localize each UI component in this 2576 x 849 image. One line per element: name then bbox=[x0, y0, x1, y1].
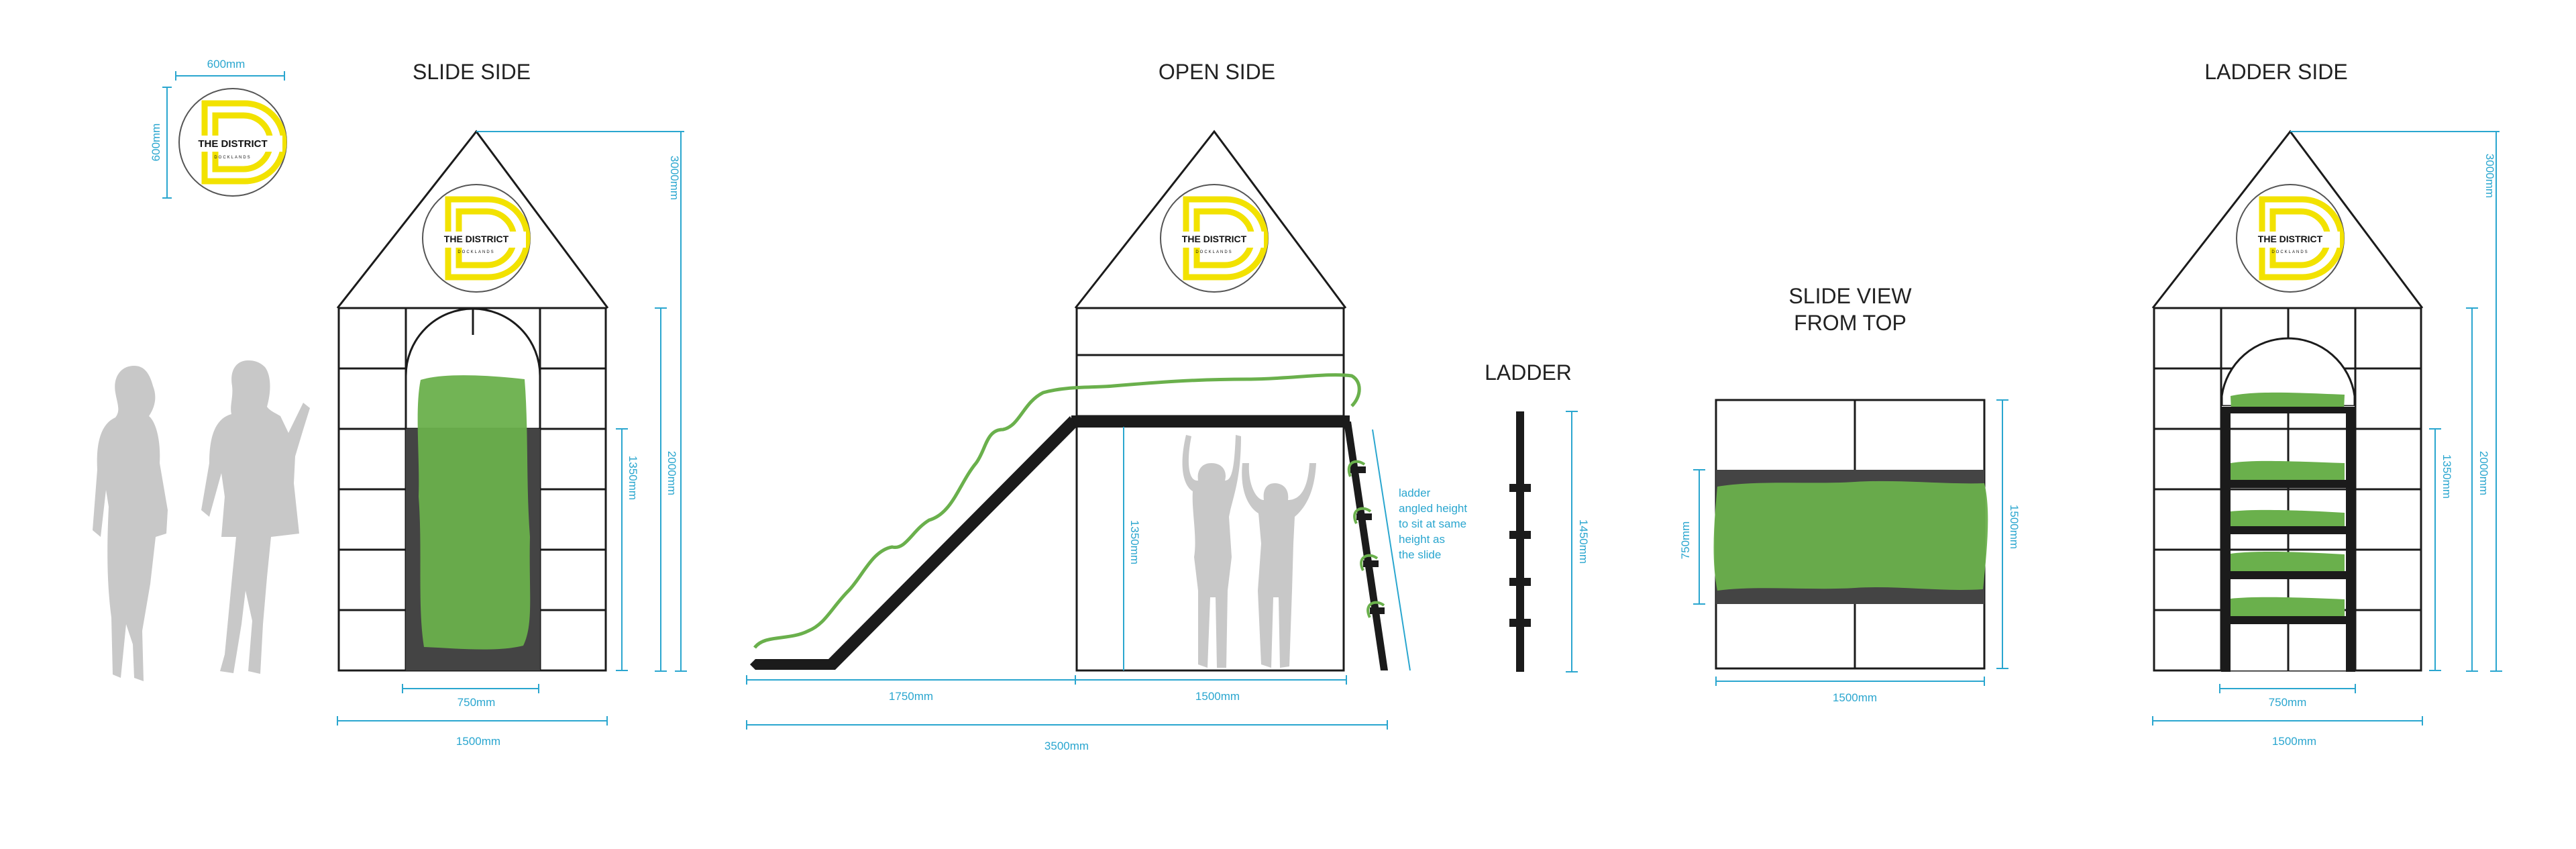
ladder-side-logo-name: THE DISTRICT bbox=[2258, 234, 2323, 244]
open-side-slide-run: 1750mm bbox=[889, 690, 933, 703]
open-side-logo-sub: DOCKLANDS bbox=[1195, 250, 1232, 254]
title-open-side: OPEN SIDE bbox=[1159, 60, 1275, 84]
slide-side-view: THE DISTRICT DOCKLANDS 3000mm 2000mm 135… bbox=[336, 130, 687, 748]
note-line-4: height as bbox=[1399, 533, 1445, 546]
open-side-height-deck: 1350mm bbox=[1128, 520, 1141, 564]
slide-side-logo-name: THE DISTRICT bbox=[444, 234, 509, 244]
slide-view-slide-width: 750mm bbox=[1679, 521, 1692, 560]
adult-silhouettes bbox=[93, 360, 310, 681]
ladder-note: ladder angled height to sit at same heig… bbox=[1399, 487, 1467, 561]
ladder-side-logo-sub: DOCKLANDS bbox=[2271, 250, 2308, 254]
slide-side-slide-width: 750mm bbox=[458, 696, 496, 709]
open-side-view: THE DISTRICT DOCKLANDS 1350mm 1750mm 150… bbox=[746, 130, 1467, 752]
slide-side-height-slide: 1350mm bbox=[627, 456, 639, 500]
ladder-side-base-width: 1500mm bbox=[2272, 735, 2316, 748]
ladder-side-height-walls: 2000mm bbox=[2477, 451, 2490, 495]
open-side-total-width: 3500mm bbox=[1044, 740, 1089, 752]
ladder-side-logo: THE DISTRICT DOCKLANDS bbox=[2237, 185, 2344, 292]
ladder-side-view: THE DISTRICT DOCKLANDS 3000mm 2000mm 135… bbox=[2151, 130, 2502, 748]
slide-view-top: 750mm 1500mm 1500mm bbox=[1679, 399, 2021, 704]
logo-reference: THE DISTRICT DOCKLANDS 600mm 600mm bbox=[150, 58, 286, 198]
note-line-3: to sit at same bbox=[1399, 517, 1466, 530]
open-side-logo: THE DISTRICT DOCKLANDS bbox=[1161, 185, 1268, 292]
open-side-base-width: 1500mm bbox=[1195, 690, 1240, 703]
title-ladder-side: LADDER SIDE bbox=[2204, 60, 2347, 84]
title-slide-view-line1: SLIDE VIEW bbox=[1788, 284, 1912, 308]
note-line-2: angled height bbox=[1399, 502, 1467, 515]
slide-view-width: 1500mm bbox=[1833, 691, 1877, 704]
logo-icon: THE DISTRICT DOCKLANDS bbox=[179, 89, 286, 196]
slide-side-height-walls: 2000mm bbox=[665, 451, 678, 495]
slide-side-base-width: 1500mm bbox=[456, 735, 500, 748]
title-ladder: LADDER bbox=[1485, 360, 1572, 385]
ladder-side-height-ladder: 1350mm bbox=[2440, 454, 2453, 499]
logo-sub: DOCKLANDS bbox=[214, 156, 251, 160]
ladder-view: 1450mm bbox=[1509, 411, 1590, 672]
title-slide-side: SLIDE SIDE bbox=[413, 60, 531, 84]
ladder-side-height-total: 3000mm bbox=[2483, 154, 2496, 198]
title-slide-view-line2: FROM TOP bbox=[1794, 311, 1907, 335]
slide-side-logo-sub: DOCKLANDS bbox=[458, 250, 494, 254]
logo-height-label: 600mm bbox=[150, 123, 162, 162]
slide-view-depth: 1500mm bbox=[2008, 505, 2021, 549]
note-line-1: ladder bbox=[1399, 487, 1431, 499]
slide-side-logo: THE DISTRICT DOCKLANDS bbox=[423, 185, 530, 292]
ladder-height: 1450mm bbox=[1577, 519, 1590, 564]
open-side-logo-name: THE DISTRICT bbox=[1182, 234, 1247, 244]
note-line-5: the slide bbox=[1399, 548, 1441, 561]
ladder-side-ladder-width: 750mm bbox=[2269, 696, 2307, 709]
child-silhouettes bbox=[1182, 435, 1316, 668]
slide-side-height-total: 3000mm bbox=[668, 156, 681, 200]
logo-width-label: 600mm bbox=[207, 58, 246, 70]
logo-name: THE DISTRICT bbox=[198, 138, 267, 150]
